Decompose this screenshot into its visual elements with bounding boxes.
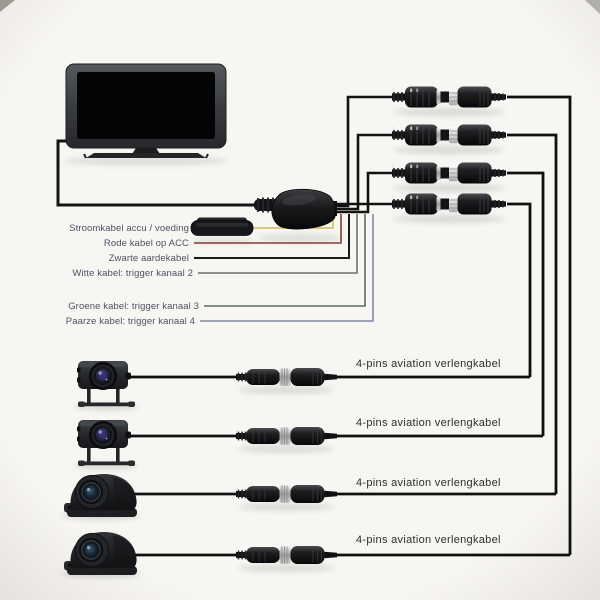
extension-cable-label-1: 4-pins aviation verlengkabel (356, 358, 501, 370)
stand-tips (83, 153, 209, 159)
extension-connector-3 (236, 485, 337, 511)
monitor-screen (77, 72, 215, 139)
aviation-connector-pair-1 (392, 87, 506, 117)
extension-connector-4 (236, 546, 337, 572)
wire-label-trigger4: Paarze kabel: trigger kanaal 4 (66, 316, 195, 327)
harness-camera-cable-1 (330, 95, 393, 208)
wire-label-acc: Rode kabel op ACC (104, 238, 189, 249)
monitor-stand-base (86, 153, 206, 158)
extension-cable-label-3: 4-pins aviation verlengkabel (356, 477, 501, 489)
monitor (64, 63, 228, 166)
extension-cable-label-2: 4-pins aviation verlengkabel (356, 417, 501, 429)
harness-body (271, 188, 336, 230)
harness-highlight (282, 194, 316, 206)
fuse-body (190, 220, 254, 236)
wire-label-ground: Zwarte aardekabel (109, 253, 189, 264)
power-video-harness (254, 188, 342, 243)
extension-connector-2 (236, 427, 337, 453)
trunk-cable-2 (507, 133, 558, 494)
harness-camera-cable-2 (330, 133, 393, 211)
wire-trigger4: Paarze kabel: trigger kanaal 4 (66, 214, 374, 327)
trunk-cable-1 (507, 95, 572, 555)
wire-line-ground (194, 214, 350, 259)
harness-camera-cable-3 (330, 171, 393, 214)
wire-line-trigger2 (198, 214, 358, 274)
wire-line-trigger4 (200, 214, 374, 322)
wire-label-trigger2: Witte kabel: trigger kanaal 2 (72, 268, 193, 279)
wire-label-power: Stroomkabel accu / voeding (69, 223, 189, 234)
aviation-connector-pair-2 (392, 125, 506, 155)
trunk-cable-3 (507, 171, 545, 436)
extension-cable-label-4: 4-pins aviation verlengkabel (356, 534, 501, 546)
monitor-stand-neck (132, 148, 160, 154)
corner-artifact-right (585, 0, 600, 14)
wire-ground: Zwarte aardekabel (109, 214, 350, 264)
wire-trigger2: Witte kabel: trigger kanaal 2 (72, 214, 358, 279)
wire-line-trigger3 (204, 214, 366, 307)
wire-trigger3: Groene kabel: trigger kanaal 3 (68, 214, 366, 312)
strain-ridges (257, 197, 274, 213)
corner-artifact-left (0, 0, 15, 12)
aviation-connector-pair-3 (392, 163, 506, 193)
fuse-holder (190, 217, 255, 244)
extension-connector-1 (236, 368, 337, 394)
fuse-highlight (196, 223, 248, 227)
fuse-shadow (191, 238, 255, 244)
monitor-cable (56, 139, 262, 207)
trunk-cable-4 (507, 202, 532, 377)
aviation-connector-pair-4 (392, 194, 506, 224)
monitor-shadow (64, 156, 228, 166)
wire-label-trigger3: Groene kabel: trigger kanaal 3 (68, 301, 199, 312)
harness-shadow (258, 233, 342, 243)
